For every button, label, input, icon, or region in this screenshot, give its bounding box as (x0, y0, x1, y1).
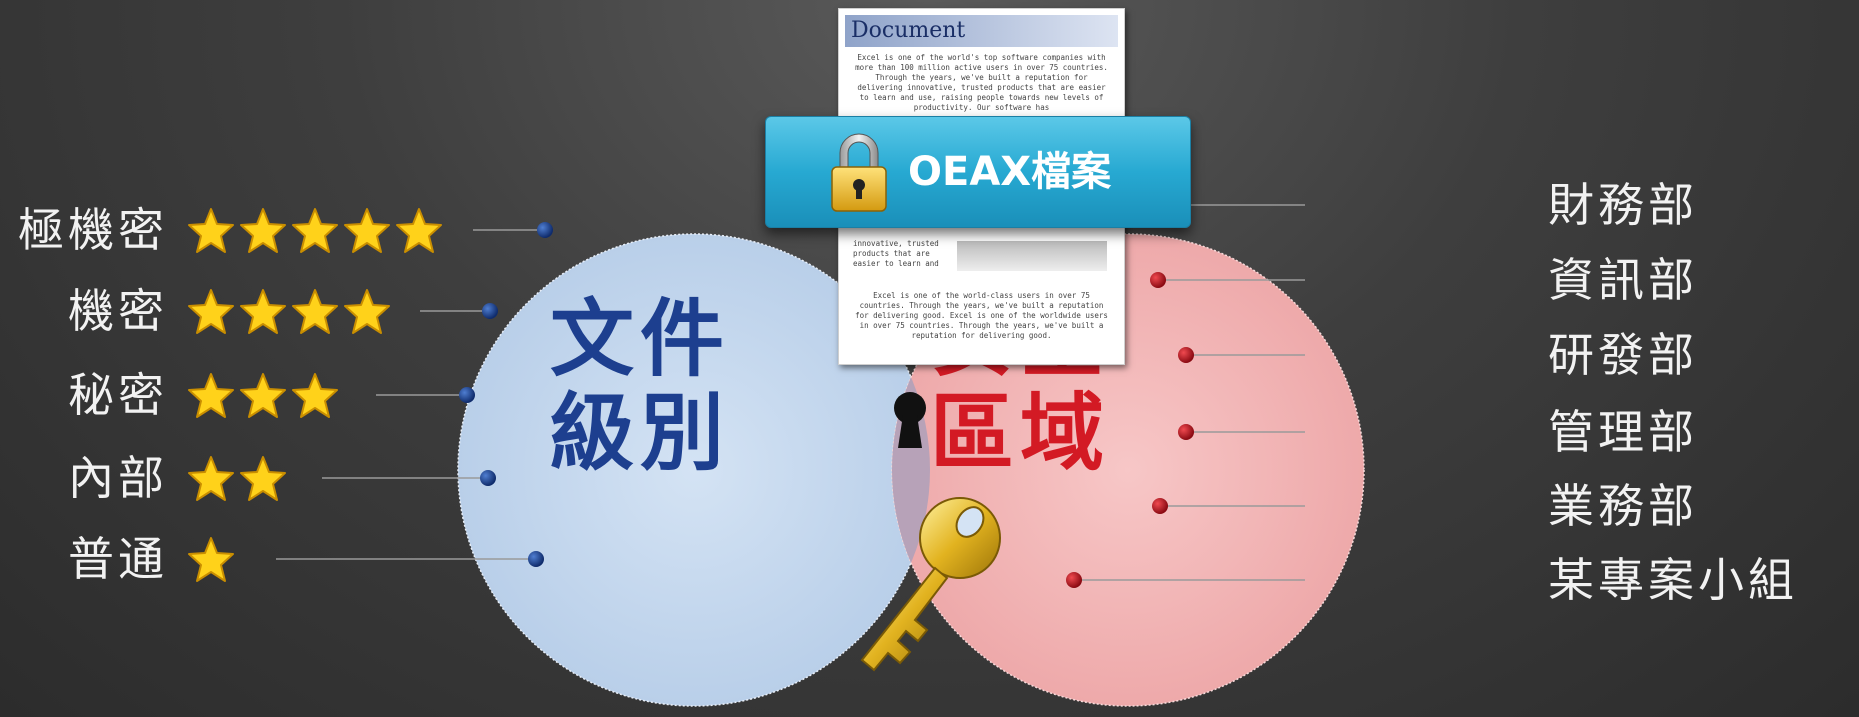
document-image (957, 241, 1107, 271)
department-label-finance: 財務部 (1548, 178, 1698, 232)
star-icon (344, 289, 390, 334)
star-rating-top-secret (186, 206, 444, 256)
department-label-rnd: 研發部 (1548, 328, 1698, 382)
star-icon (188, 373, 234, 418)
document-body-bottom: Excel is one of the world-class users in… (855, 291, 1108, 340)
star-icon (188, 456, 234, 501)
key-icon (860, 497, 1001, 672)
level-label-secret: 秘密 (68, 368, 168, 422)
star-icon (240, 289, 286, 334)
star-rating-confidential (186, 287, 392, 337)
level-label-general: 普通 (68, 532, 168, 586)
star-icon (396, 208, 442, 253)
department-label-sales: 業務部 (1548, 479, 1698, 533)
level-label-internal: 內部 (68, 451, 168, 505)
department-label-it: 資訊部 (1548, 253, 1698, 307)
document-body-top: Excel is one of the world's top software… (855, 53, 1108, 112)
document-body-mid: innovative, trusted products that are ea… (853, 239, 939, 268)
star-icon (188, 537, 234, 582)
star-icon (240, 456, 286, 501)
level-dots (459, 222, 553, 567)
document-header: Document (845, 15, 1118, 47)
level-label-top-secret: 極機密 (18, 203, 168, 257)
star-icon (188, 289, 234, 334)
right-circle-title-line2: 區域 (930, 384, 1110, 482)
star-icon (240, 208, 286, 253)
level-label-confidential: 機密 (68, 284, 168, 338)
star-icon (292, 208, 338, 253)
star-icon (292, 289, 338, 334)
star-rating-general (186, 535, 236, 585)
department-label-management: 管理部 (1548, 405, 1698, 459)
star-rating-internal (186, 454, 288, 504)
star-icon (344, 208, 390, 253)
padlock-icon (831, 133, 887, 212)
star-rating-secret (186, 371, 340, 421)
keyhole-icon (894, 392, 926, 448)
left-circle-title-line1: 文件 (550, 290, 730, 388)
oeax-file-label: OEAX檔案 (908, 149, 1112, 195)
oeax-file-badge[interactable]: OEAX檔案 (765, 116, 1191, 228)
star-icon (240, 373, 286, 418)
star-icon (292, 373, 338, 418)
left-circle-title-line2: 級別 (550, 384, 730, 482)
star-icon (188, 208, 234, 253)
department-label-project-team: 某專案小組 (1548, 553, 1798, 607)
